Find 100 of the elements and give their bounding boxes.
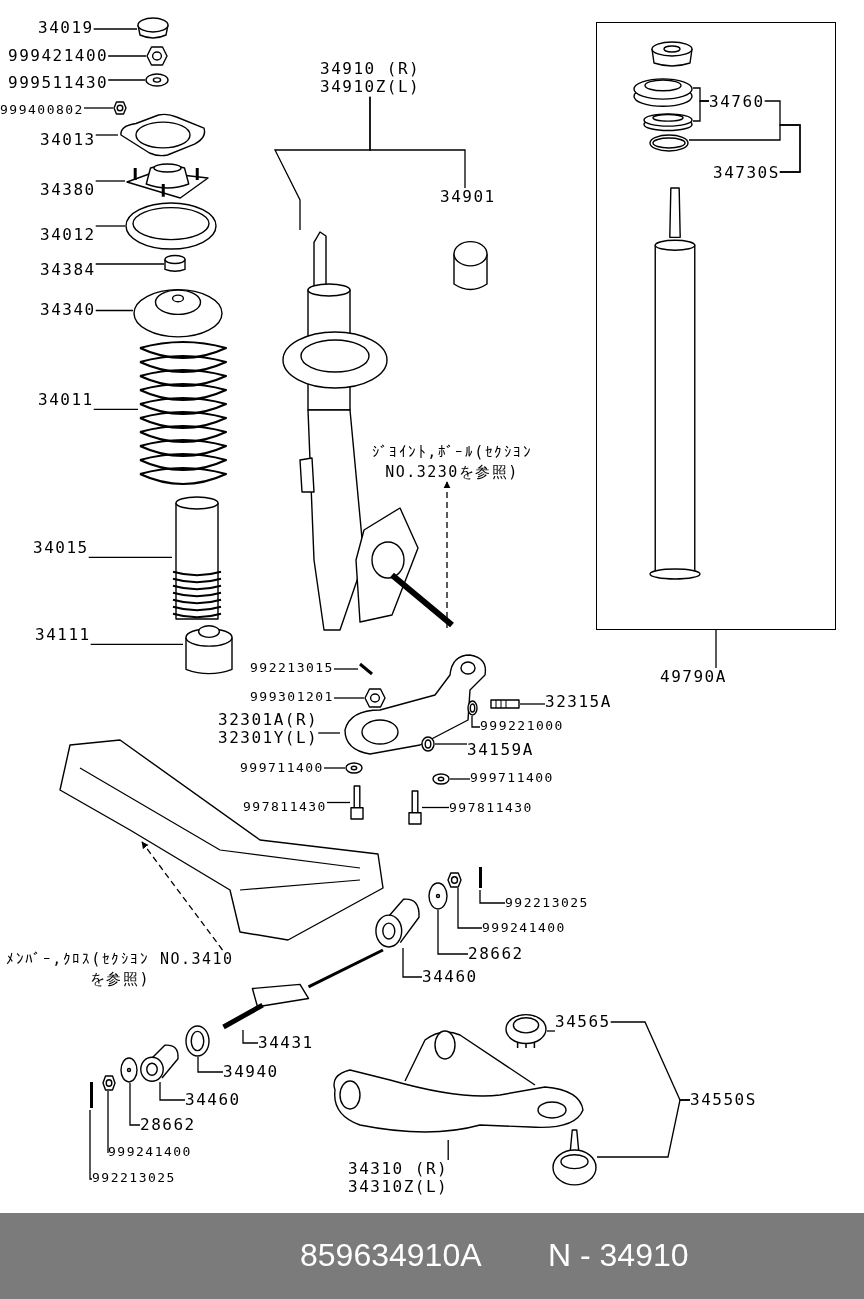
washer-drawing [428, 882, 448, 910]
arrow [141, 841, 224, 951]
leader-line [107, 55, 147, 57]
part-number: 992213015 [250, 661, 334, 676]
leader-line [596, 1099, 691, 1158]
part-number: 34760 [709, 93, 765, 112]
washer-drawing [432, 773, 450, 785]
part-number: 32301A(R) [218, 711, 319, 730]
leader-line [434, 743, 468, 745]
leader-line [95, 263, 165, 265]
part-number: 992213025 [92, 1171, 176, 1186]
part-number: 999711400 [470, 771, 554, 786]
leader-line [692, 100, 710, 122]
nut-drawing [102, 1075, 116, 1091]
part-number: 999301201 [250, 690, 334, 705]
bolt-drawing [408, 790, 422, 825]
leader-line [107, 79, 146, 81]
part-number: 34940 [223, 1063, 279, 1082]
leader-line [546, 1030, 556, 1032]
part-number: 34310Z(L) [348, 1178, 449, 1197]
reference-note: ｼﾞﾖｲﾝﾄ,ﾎﾞｰﾙ(ｾｸｼﾖﾝ NO.3230を参照) [366, 443, 538, 482]
bolt-drawing [490, 698, 520, 710]
part-number: 34012 [40, 226, 96, 245]
strut-mount-drawing [125, 160, 210, 200]
bump-rubber-drawing [164, 255, 186, 273]
leader-line [333, 668, 359, 670]
washer-drawing [120, 1057, 138, 1083]
leader-line [449, 778, 471, 780]
part-number: 34380 [40, 181, 96, 200]
part-number: 999400802 [0, 103, 84, 118]
leader-line [447, 1139, 449, 1161]
cap-drawing [137, 17, 169, 41]
leader-line [95, 225, 126, 227]
part-number: 999711400 [240, 761, 324, 776]
pin-drawing [88, 1080, 95, 1110]
part-number: 34565 [555, 1013, 611, 1032]
leader-line [88, 556, 173, 559]
leader-line [688, 124, 801, 173]
leader-line [421, 806, 450, 809]
ball-joint-drawing [552, 1128, 597, 1186]
part-number: 32315A [545, 693, 612, 712]
part-number: 999511430 [8, 74, 109, 93]
leader-line [95, 134, 119, 136]
part-number: 34730S [713, 164, 780, 183]
leader-line [479, 889, 506, 904]
part-number: 992213025 [505, 896, 589, 911]
bushing-drawing [505, 1012, 547, 1050]
part-number: 34019 [38, 19, 94, 38]
washer-drawing [345, 762, 363, 774]
leader-line [715, 629, 717, 669]
leader-line [197, 1056, 224, 1073]
footer-text: 859634910A [300, 1237, 482, 1274]
leader-line [519, 703, 546, 705]
part-number: 49790A [660, 668, 727, 687]
frame-box [596, 22, 836, 630]
part-number: 34910 (R) [320, 60, 421, 79]
part-number: 999241400 [482, 921, 566, 936]
leader-line [369, 96, 466, 189]
part-number: 32301Y(L) [218, 729, 319, 748]
leader-line [107, 1090, 109, 1154]
part-number: 34013 [40, 131, 96, 150]
pin-drawing [358, 662, 374, 676]
footer-text: N - 34910 [548, 1237, 689, 1274]
part-number: 34550S [690, 1091, 757, 1110]
mounting-plate-drawing [118, 112, 208, 158]
part-number: 34015 [33, 539, 89, 558]
part-number: 34460 [422, 968, 478, 987]
part-number: 34310 (R) [348, 1160, 449, 1179]
nut-drawing [447, 872, 462, 888]
spring-seat-drawing [125, 202, 217, 250]
coil-spring-drawing [138, 338, 228, 488]
leader-line [437, 909, 469, 955]
bushing-drawing [375, 895, 421, 948]
part-number: 34910Z(L) [320, 78, 421, 97]
leader-line [83, 107, 114, 109]
leader-line [402, 947, 423, 978]
part-number: 28662 [468, 945, 524, 964]
reference-note: ﾒﾝﾊﾞｰ,ｸﾛｽ(ｾｸｼﾖﾝ NO.3410を参照) [4, 950, 236, 989]
part-number: 999241400 [108, 1145, 192, 1160]
nut-drawing [364, 688, 386, 708]
dust-boot-drawing [172, 495, 222, 623]
nut-drawing [146, 46, 168, 66]
part-number: 999221000 [480, 719, 564, 734]
part-number: 997811430 [243, 800, 327, 815]
leader-line [326, 801, 351, 804]
leader-line [333, 697, 365, 699]
leader-line [317, 732, 341, 734]
bolt-drawing [350, 785, 364, 820]
bushing-drawing [185, 1025, 210, 1057]
leader-line [129, 1082, 141, 1126]
leader-line [159, 1081, 186, 1101]
leader-line [242, 1029, 259, 1044]
leader-line [89, 1109, 93, 1180]
leader-line [90, 643, 184, 646]
part-number: 34901 [440, 188, 496, 207]
leader-line [323, 767, 346, 769]
part-number: 999421400 [8, 47, 109, 66]
ring-drawing [649, 134, 689, 152]
leader-line [93, 28, 138, 30]
bushing-drawing [140, 1042, 180, 1082]
